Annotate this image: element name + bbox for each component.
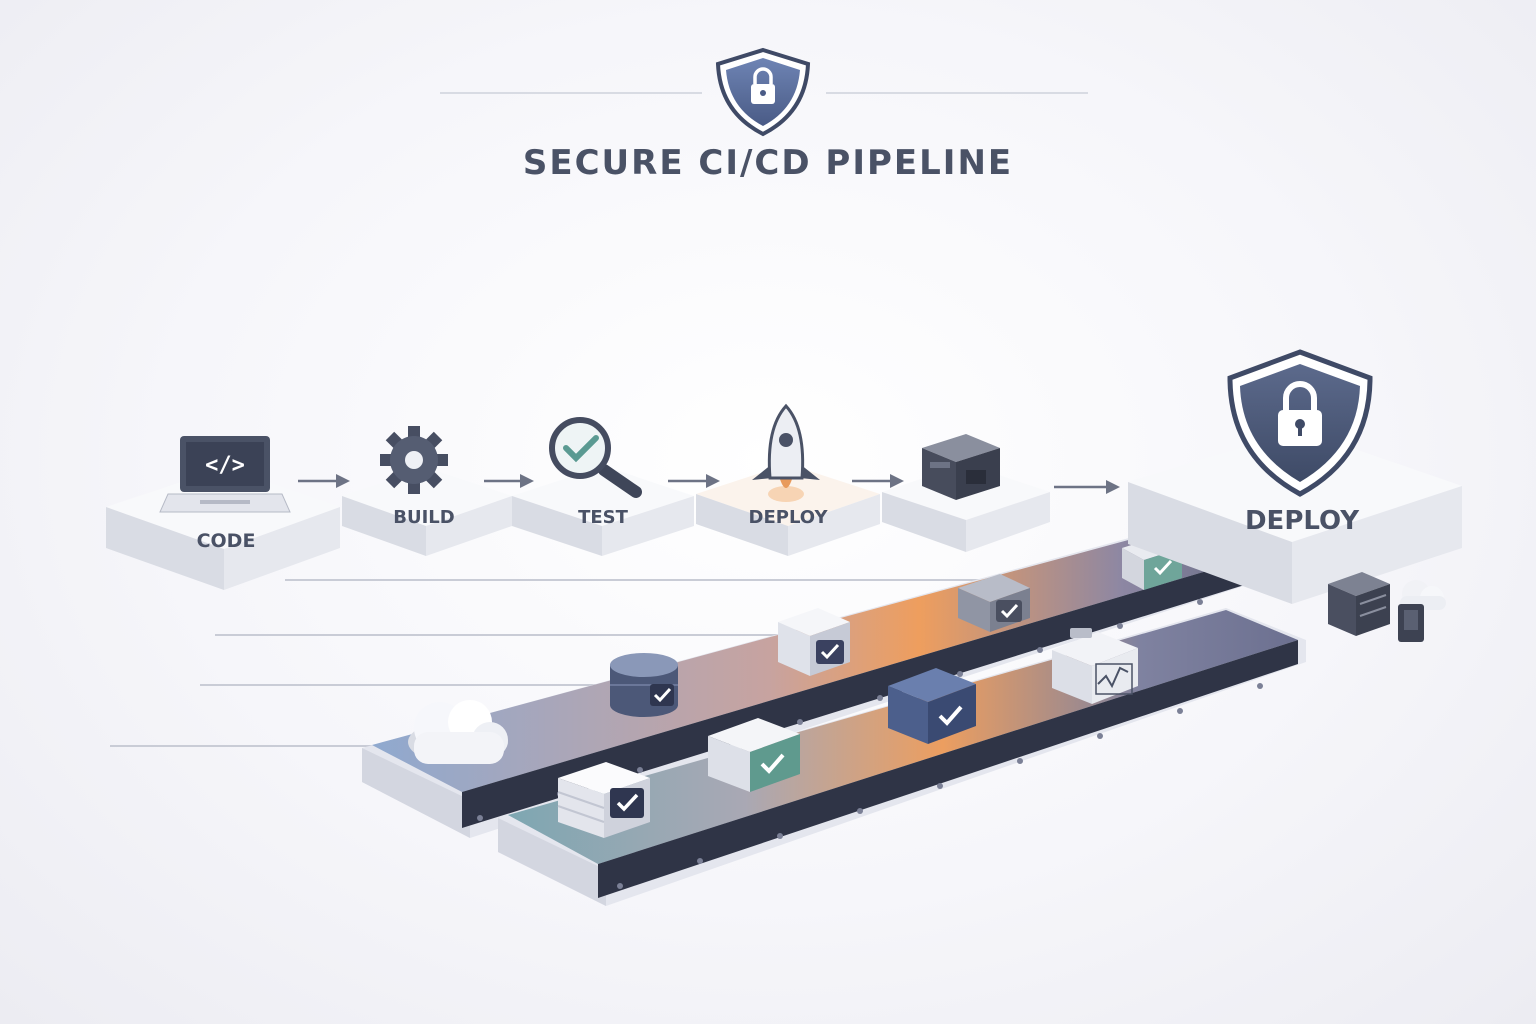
- server-stack-verified-icon: [557, 762, 650, 838]
- stage-label-deploy: DEPLOY: [748, 507, 828, 528]
- stage-platform-build: [342, 468, 512, 556]
- rocket-icon: [752, 403, 820, 502]
- shield-lock-icon: [1227, 349, 1373, 497]
- gear-icon: [380, 426, 448, 494]
- stage-label-test: TEST: [578, 507, 628, 528]
- svg-text:</>: </>: [205, 453, 245, 478]
- container-box-verified-icon: [958, 574, 1030, 632]
- package-box-verified-icon: [778, 608, 850, 676]
- blue-box-verified-icon: [888, 668, 976, 744]
- flow-arrows: [298, 474, 1120, 494]
- conveyor-belt-back: [362, 524, 1262, 838]
- database-verified-icon: [610, 653, 678, 717]
- stage-label-code: CODE: [196, 530, 256, 552]
- server-rack-icon: [1328, 572, 1390, 636]
- device-icon: [1398, 604, 1424, 642]
- stage-label-final-deploy: DEPLOY: [1244, 506, 1360, 536]
- header-divider-left: [440, 92, 702, 94]
- header-shield-icon: [715, 47, 811, 137]
- header-divider-right: [826, 92, 1088, 94]
- cloud-icon: [408, 700, 508, 764]
- stage-platform-test: [512, 466, 694, 556]
- stage-label-build: BUILD: [393, 507, 455, 528]
- mini-cloud-icon: [1400, 580, 1446, 610]
- monitoring-device-icon: [1052, 628, 1138, 704]
- magnifier-check-icon: [549, 417, 642, 498]
- page-title: SECURE CI/CD PIPELINE: [522, 143, 1014, 183]
- module-box-verified-icon: [708, 718, 800, 792]
- server-box-icon: [922, 434, 1000, 500]
- laptop-code-icon: </>: [159, 436, 291, 513]
